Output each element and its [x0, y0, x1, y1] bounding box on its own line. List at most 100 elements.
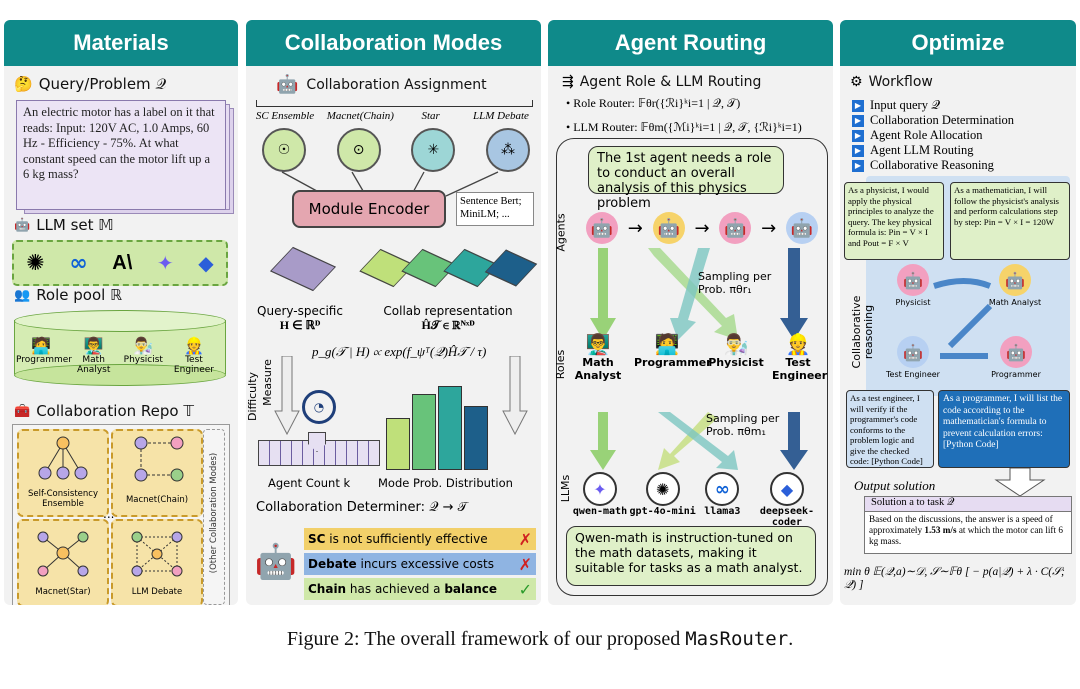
cross-icon: ✗: [518, 529, 532, 549]
mode-labels: SC Ensemble Macnet(Chain) Star LLM Debat…: [250, 110, 537, 122]
programmer-robot-icon: 🤖: [1000, 336, 1032, 368]
cylinder-top: [14, 310, 226, 332]
collab-panel: Collaboration Modes 🤖 Collaboration Assi…: [246, 20, 541, 605]
query-title: 🤔 Query/Problem 𝒬: [14, 75, 167, 93]
math-analyst-icon: 👨‍🏫: [83, 336, 104, 355]
cylinder-bottom: [14, 364, 226, 386]
math-analyst-icon: 👨‍🏫: [585, 332, 611, 356]
repo-debate-label: LLM Debate: [131, 587, 183, 597]
role-physicist: 👨‍🔬Physicist: [121, 336, 165, 375]
sbert-box: Sentence Bert; MiniLM; ...: [456, 192, 534, 226]
arrow-right-icon: →: [761, 217, 777, 239]
mode-label-chain: Macnet(Chain): [326, 110, 394, 122]
materials-header: Materials: [4, 20, 238, 66]
play-icon: ▶: [852, 144, 864, 157]
repo-middle-dots: ...: [103, 507, 115, 521]
workflow-title-row: ⚙ Workflow: [850, 74, 933, 90]
role-to-llm-arrows: [590, 412, 808, 470]
llm-set-title: 🤖 LLM set 𝕄: [14, 216, 114, 234]
figure-caption: Figure 2: The overall framework of our p…: [286, 628, 794, 650]
chain-graph-icon: [134, 436, 184, 482]
llm-router-line: • LLM Router: 𝔽θm({ℳi}ᵏi=1 | 𝒬, 𝒯, {ℛi}ᵏ…: [566, 120, 802, 134]
roles-label: Roles: [554, 349, 568, 380]
repo-sc: Self-Consistency Ensemble: [17, 429, 109, 517]
difficulty-arrow-down: [274, 356, 300, 436]
judge-list: SC is not sufficiently effective ✗ Debat…: [304, 528, 536, 600]
measure-label: Measure: [260, 359, 274, 406]
routing-note: Qwen-math is instruction-tuned on the ma…: [566, 526, 816, 586]
gauge-icon: ◔: [302, 390, 336, 424]
assign-bracket: [256, 100, 533, 107]
role-router-line: • Role Router: 𝔽θr({ℛi}ᵏi=1 | 𝒬, 𝒯): [566, 96, 741, 110]
query-vector-block: [269, 246, 337, 292]
test-bubble: As a test engineer, I will verify if the…: [846, 390, 934, 468]
llm-row: ✦qwen-math ✺gpt-4o-mini ∞llama3 ◆deepsee…: [572, 472, 826, 528]
math-bubble: As a mathematician, I will follow the ph…: [950, 182, 1070, 260]
repo-star: Macnet(Star): [17, 519, 109, 605]
agent-2-icon: 🤖: [652, 212, 685, 244]
solution-box: Solution a to task 𝒬 Based on the discus…: [864, 496, 1072, 554]
test-robot-icon: 🤖: [897, 336, 929, 368]
llm-qwen: ✦qwen-math: [572, 472, 628, 528]
repo-sc-label: Self-Consistency Ensemble: [28, 489, 98, 509]
agent-count-marker: [308, 432, 326, 452]
llm-icon: 🤖: [14, 217, 31, 233]
physicist-icon: 👨‍🔬: [723, 332, 749, 356]
opt-programmer: 🤖 Programmer: [986, 336, 1046, 379]
judge-row-sc: SC is not sufficiently effective ✗: [304, 528, 536, 550]
agent-to-role-arrows: [590, 248, 808, 340]
programmer-icon: 🧑‍💻: [654, 332, 680, 356]
reasoning-flow-arrows: [933, 278, 993, 359]
play-icon: ▶: [852, 129, 864, 142]
mode-prob-bar-debate: [464, 406, 488, 470]
mode-label-debate: LLM Debate: [473, 110, 529, 122]
judge-row-debate: Debate incurs excessive costs ✗: [304, 553, 536, 575]
step-1: ▶Input query 𝒬: [852, 98, 1014, 113]
route-role-test: 👷Test Engineer: [772, 332, 828, 382]
repo-title: 🧰 Collaboration Repo 𝕋: [14, 402, 194, 420]
query-card: An electric motor has a label on it that…: [16, 100, 226, 210]
mode-debate-icon: ⁂: [485, 128, 530, 172]
arrow-right-icon: →: [694, 217, 710, 239]
routing-frame: [556, 138, 828, 596]
workflow-steps: ▶Input query 𝒬 ▶Collaboration Determinat…: [852, 98, 1014, 173]
physicist-robot-icon: 🤖: [897, 264, 929, 296]
step-3: ▶Agent Role Allocation: [852, 128, 1014, 143]
openai-logo-icon: ✺: [26, 250, 45, 276]
output-title: Output solution: [854, 478, 936, 493]
role-row: 🧑‍💻Programmer 👨‍🏫Math Analyst 👨‍🔬Physici…: [16, 336, 222, 375]
anthropic-logo-icon: A\: [112, 251, 133, 274]
play-icon: ▶: [852, 99, 864, 112]
route-role-physicist: 👨‍🔬Physicist: [708, 332, 764, 369]
prog-bubble: As a programmer, I will list the code ac…: [938, 390, 1070, 468]
agents-label: Agents: [554, 213, 568, 252]
agent-3-icon: 🤖: [719, 212, 752, 244]
mode-star-icon: ✳: [411, 128, 456, 172]
mode-circles: ☉ ⊙ ✳ ⁂: [262, 128, 530, 172]
collab-vector-4: [484, 249, 538, 287]
route-role-math: 👨‍🏫Math Analyst: [570, 332, 626, 382]
robot-icon: 🤖: [276, 74, 299, 95]
query-specific-label: Query-specific H ∈ ℝᴰ: [257, 304, 343, 332]
cross-icon: ✗: [518, 554, 532, 574]
mode-prob-bar-sc: [386, 418, 410, 470]
step-4: ▶Agent LLM Routing: [852, 143, 1014, 158]
judge-robot-icon: 🤖: [254, 542, 298, 582]
sampling1-label: Sampling per Prob. πθr₁: [698, 270, 772, 296]
mode-prob-bar-chain: [412, 394, 436, 470]
output-arrow: [994, 468, 1046, 496]
module-encoder: Module Encoder: [292, 190, 446, 228]
collab-rep-label: Collab representation Ĥ𝒯 ∈ ℝᴺˣᴰ: [383, 304, 513, 332]
deepseek-logo-icon: ◆: [198, 251, 214, 275]
repo-side-label: (Other Collaboration Modes): [209, 452, 219, 574]
collab-header: Collaboration Modes: [246, 20, 541, 66]
mode-prob-arrow-down: [502, 356, 528, 436]
routing-bubble: The 1st agent needs a role to conduct an…: [588, 146, 784, 211]
route-role-programmer: 🧑‍💻Programmer: [634, 332, 712, 369]
role-pool-icon: 👥: [14, 287, 31, 303]
workflow-icon: ⚙: [850, 74, 863, 90]
solution-text: Based on the discussions, the answer is …: [869, 514, 1063, 546]
repo-star-label: Macnet(Star): [35, 587, 91, 597]
llms-label: LLMs: [559, 474, 573, 503]
optimize-header: Optimize: [840, 20, 1076, 66]
